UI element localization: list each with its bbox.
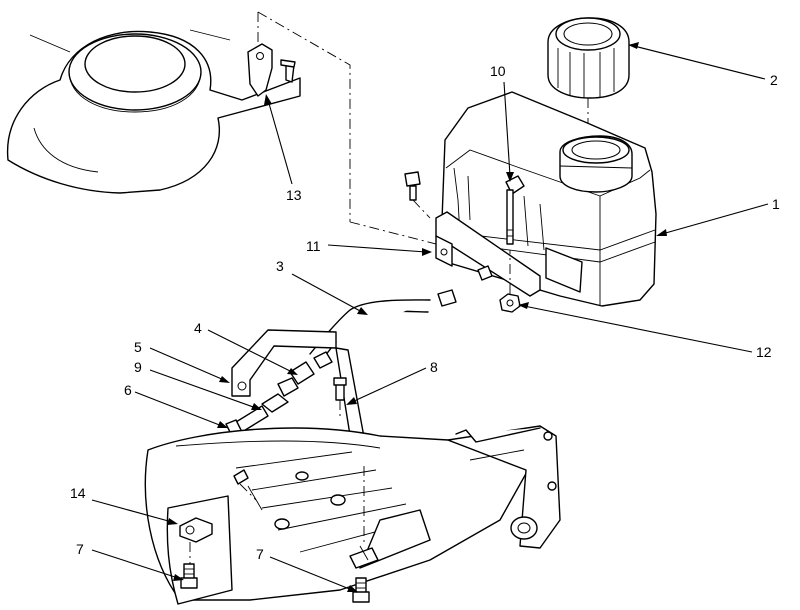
mower-frame [144, 425, 561, 605]
callout-4: 4 [194, 320, 202, 336]
callout-12: 12 [756, 344, 772, 360]
lock-nut [499, 250, 521, 313]
callout-1: 1 [772, 196, 780, 212]
callout-9: 9 [134, 359, 142, 375]
washer-left [179, 517, 213, 564]
tank-mounting-bracket [404, 171, 541, 297]
engine-housing [6, 29, 301, 194]
bolt-center [352, 577, 370, 603]
fuel-tank [441, 91, 657, 307]
callout-14: 14 [70, 485, 86, 501]
callout-13: 13 [286, 187, 302, 203]
callout-6: 6 [124, 382, 132, 398]
bolt-left [180, 563, 198, 589]
fuel-cap [547, 17, 630, 138]
callout-7-center: 7 [256, 546, 264, 562]
callout-7-left: 7 [76, 541, 84, 557]
leader-lines [91, 42, 769, 592]
fuel-filter-assembly [225, 351, 333, 437]
callout-10: 10 [490, 63, 506, 79]
callout-labels: 1 2 3 4 5 6 7 7 8 9 10 11 12 13 14 [70, 63, 780, 562]
callout-11: 11 [306, 238, 321, 254]
callout-2: 2 [770, 72, 778, 88]
callout-8: 8 [430, 359, 438, 375]
mounting-plane-outline [257, 11, 471, 246]
callout-5: 5 [134, 339, 142, 355]
callout-3: 3 [276, 258, 284, 274]
